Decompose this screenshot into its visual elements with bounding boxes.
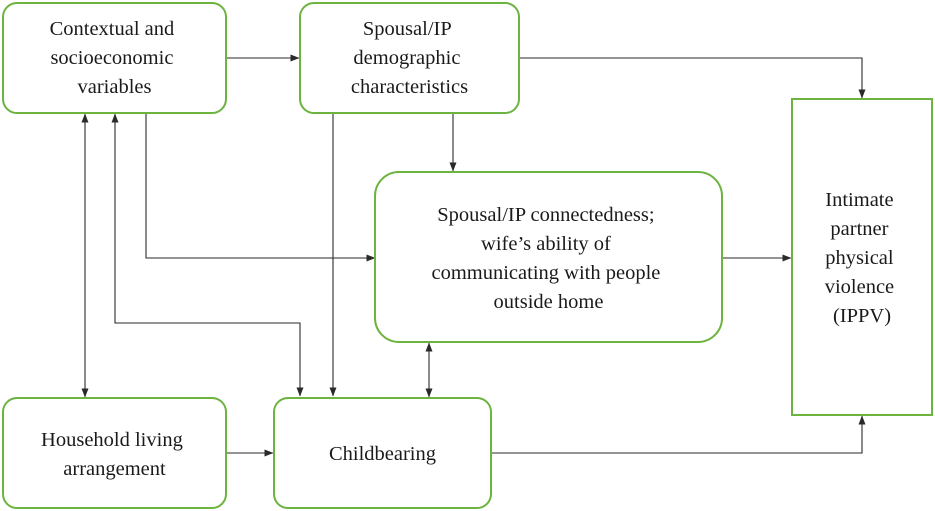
node-ippv-line-2: partner [830, 218, 888, 240]
edge-demographic-to-ippv [519, 57, 866, 99]
edge-contextual-to-connectedness [145, 113, 376, 262]
node-connectedness-label: Spousal/IP connectedness; wife’s ability… [432, 204, 666, 313]
node-ippv: Intimate partner physical violence (IPPV… [791, 98, 933, 416]
node-connectedness-line-3: communicating with people [432, 262, 661, 284]
node-demographic-line-2: demographic [353, 47, 460, 69]
node-ippv-line-5: (IPPV) [833, 305, 891, 327]
node-household-line-1: Household living [41, 429, 183, 451]
node-connectedness-line-4: outside home [494, 291, 604, 313]
node-connectedness-box [374, 171, 723, 343]
edge-childbearing-contextual [111, 113, 304, 397]
node-contextual-socioeconomic: Contextual and socioeconomic variables [2, 2, 227, 114]
node-connectedness-line-1: Spousal/IP connectedness; [437, 204, 654, 226]
node-demographic-label: Spousal/IP demographic characteristics [351, 18, 468, 98]
node-demographic-box [299, 2, 520, 114]
node-household-line-2: arrangement [63, 458, 166, 480]
node-demographic-characteristics: Spousal/IP demographic characteristics [299, 2, 520, 114]
edge-childbearing-to-ippv [491, 415, 866, 454]
node-demographic-line-3: characteristics [351, 76, 468, 98]
node-demographic-line-1: Spousal/IP [363, 18, 451, 40]
edges [81, 54, 866, 457]
node-contextual-line-3: variables [78, 76, 152, 98]
node-household-living-arrangement: Household living arrangement [2, 397, 227, 509]
node-childbearing-line-1: Childbearing [329, 443, 436, 465]
node-contextual-box [2, 2, 227, 114]
node-ippv-line-4: violence [825, 276, 894, 298]
node-ippv-box [791, 98, 933, 416]
node-ippv-line-3: physical [825, 247, 894, 269]
node-childbearing-box [273, 397, 492, 509]
node-contextual-line-2: socioeconomic [50, 47, 173, 69]
node-household-box [2, 397, 227, 509]
node-household-label: Household living arrangement [41, 429, 188, 480]
node-contextual-label: Contextual and socioeconomic variables [50, 18, 180, 98]
node-ippv-line-1: Intimate [825, 189, 893, 211]
node-ippv-label: Intimate partner physical violence (IPPV… [825, 189, 900, 327]
node-childbearing: Childbearing [273, 397, 492, 509]
node-contextual-line-1: Contextual and [50, 18, 175, 40]
node-connectedness: Spousal/IP connectedness; wife’s ability… [374, 171, 723, 343]
node-childbearing-label: Childbearing [329, 443, 436, 465]
node-connectedness-line-2: wife’s ability of [481, 233, 611, 255]
